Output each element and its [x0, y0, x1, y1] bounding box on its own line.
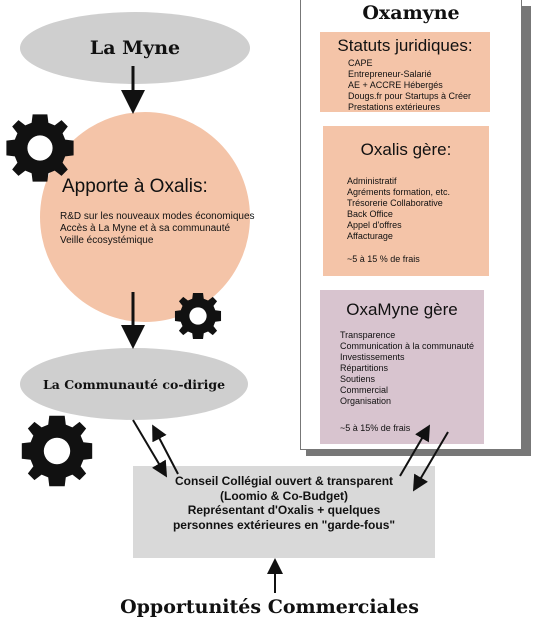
list-item: Accès à La Myne et à sa communauté	[60, 223, 231, 234]
list-item: Veille écosystémique	[60, 235, 154, 246]
list-item: Transparence	[340, 330, 396, 340]
list-item: Affacturage	[347, 231, 393, 241]
list-item: Répartitions	[340, 363, 389, 373]
communaute-ellipse: La Communauté co-dirige	[20, 348, 248, 420]
conseil-line: personnes extérieures en "garde-fous"	[172, 517, 396, 532]
arrow	[132, 419, 168, 478]
list-item: Appel d'offres	[347, 220, 402, 230]
statuts-list: CAPE Entrepreneur-Salarié AE + ACCRE Héb…	[320, 58, 490, 113]
arrow	[412, 431, 449, 492]
list-item: CAPE	[348, 58, 373, 68]
conseil-text: Conseil Collégial ouvert & transparent (…	[133, 474, 435, 532]
list-item: R&D sur les nouveaux modes économiques	[60, 211, 255, 222]
apporte-title: Apporte à Oxalis:	[62, 176, 208, 197]
la-myne-title: La Myne	[89, 37, 181, 59]
oxamyne-gere-title: OxaMyne gère	[346, 300, 458, 319]
list-item: Organisation	[340, 396, 392, 406]
conseil-box	[133, 466, 435, 558]
statuts-title: Statuts juridiques:	[337, 36, 473, 55]
list-item: Communication à la communauté	[340, 341, 475, 351]
list-item: Commercial	[340, 385, 389, 395]
gear-icon	[174, 292, 222, 340]
list-item: Dougs.fr pour Startups à Créer	[348, 91, 472, 101]
list-item: Prestations extérieures	[348, 102, 441, 112]
oxamyne-gere-list: Transparence Communication à la communau…	[320, 330, 484, 407]
arrow	[399, 424, 431, 477]
list-item: Investissements	[340, 352, 405, 362]
conseil-line: (Loomio & Co-Budget)	[220, 488, 348, 503]
list-item: AE + ACCRE Hébergés	[348, 80, 443, 90]
frais-text: ~5 à 15 % de frais	[347, 254, 420, 264]
oxamyne-title: Oxamyne	[362, 2, 460, 24]
oxalis-gere-list: Administratif Agréments formation, etc. …	[323, 176, 489, 242]
oxalis-gere-title: Oxalis gère:	[360, 140, 452, 159]
apporte-circle	[40, 112, 250, 322]
conseil-line: Conseil Collégial ouvert & transparent	[174, 474, 394, 488]
frais-text: ~5 à 15% de frais	[340, 423, 411, 433]
list-item: Back Office	[347, 209, 393, 219]
list-item: Trésorerie Collaborative	[347, 198, 443, 208]
arrow	[152, 424, 179, 475]
gear-icon	[21, 415, 93, 487]
la-myne-ellipse: La Myne	[20, 12, 250, 84]
oxalis-gere-panel: Oxalis gère: Administratif Agréments for…	[323, 126, 489, 276]
communaute-title: La Communauté co-dirige	[42, 376, 226, 392]
list-item: Administratif	[347, 176, 397, 186]
statuts-panel: Statuts juridiques: CAPE Entrepreneur-Sa…	[320, 32, 490, 112]
apporte-list: R&D sur les nouveaux modes économiques A…	[60, 211, 255, 247]
conseil-line: Représentant d'Oxalis + quelques	[187, 503, 381, 517]
gear-icon	[6, 114, 74, 182]
list-item: Soutiens	[340, 374, 376, 384]
list-item: Agréments formation, etc.	[347, 187, 451, 197]
list-item: Entrepreneur-Salarié	[348, 69, 432, 79]
oxamyne-gere-panel: OxaMyne gère Transparence Communication …	[320, 290, 484, 444]
opportunites-title: Opportunités Commerciales	[120, 596, 419, 618]
